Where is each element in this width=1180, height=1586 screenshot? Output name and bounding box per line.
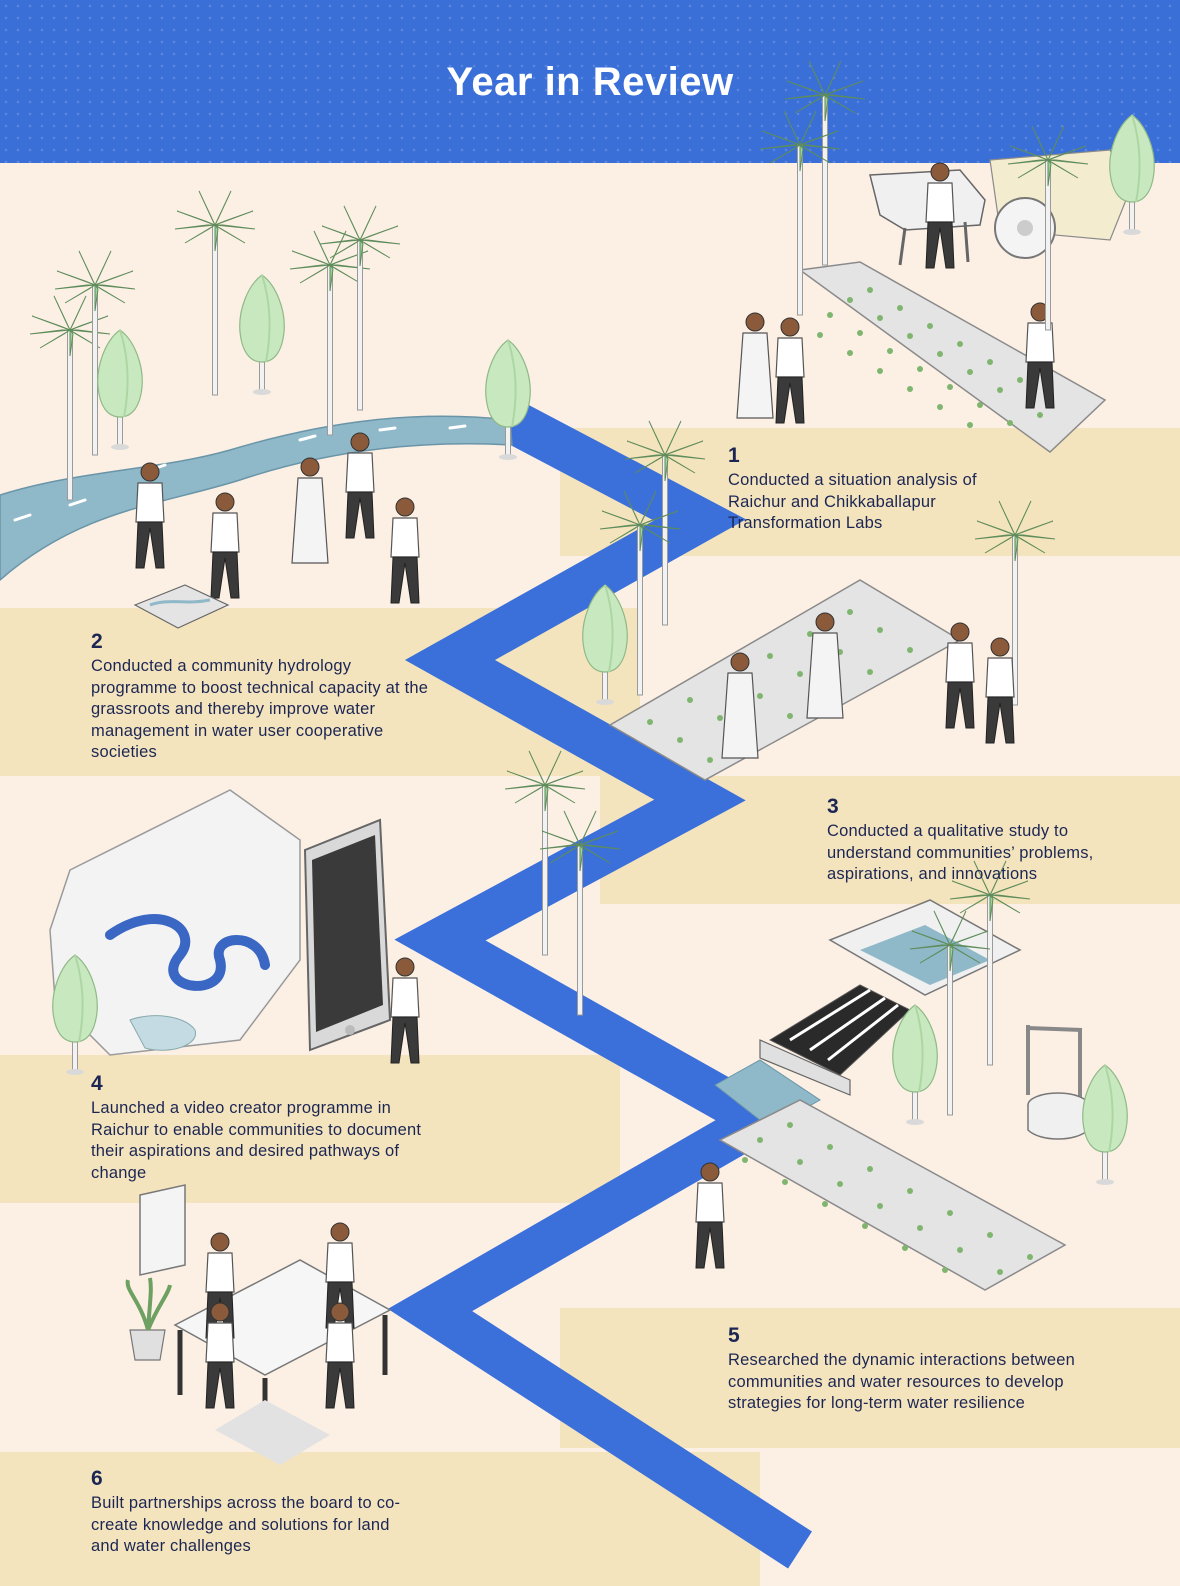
milestone-number: 6	[91, 1467, 103, 1490]
milestone-number: 3	[827, 795, 839, 818]
tree-icon	[1081, 1064, 1129, 1186]
milestone-text: Launched a video creator programme in Ra…	[91, 1099, 422, 1182]
band-4	[0, 1055, 620, 1203]
milestone-text: Conducted a community hydrology programm…	[91, 657, 429, 761]
milestone-number: 2	[91, 630, 103, 653]
person-icon	[736, 312, 774, 419]
milestone-number: 4	[91, 1072, 103, 1095]
farm-field-icon	[798, 261, 1107, 453]
milestone-text: Built partnerships across the board to c…	[91, 1494, 401, 1555]
person-icon	[985, 637, 1015, 744]
milestone-5: 5 Researched the dynamic interactions be…	[728, 1324, 1088, 1415]
dam-icon	[714, 899, 1022, 1129]
milestone-1: 1 Conducted a situation analysis of Raic…	[728, 444, 998, 535]
person-icon	[390, 497, 420, 604]
milestone-6: 6 Built partnerships across the board to…	[91, 1467, 421, 1558]
river-icon	[0, 415, 513, 581]
tree-icon	[891, 1004, 939, 1126]
milestone-4: 4 Launched a video creator programme in …	[91, 1072, 431, 1184]
timeline-path	[387, 400, 812, 1569]
terrain-map-icon	[49, 789, 301, 1056]
page-title: Year in Review	[446, 60, 734, 104]
tree-icon	[96, 329, 144, 451]
person-icon	[775, 317, 805, 424]
milestone-text: Conducted a qualitative study to underst…	[827, 822, 1094, 883]
milestone-number: 5	[728, 1324, 740, 1347]
potted-plant-icon	[125, 1277, 172, 1361]
person-icon	[390, 957, 420, 1064]
milestone-text: Conducted a situation analysis of Raichu…	[728, 471, 977, 532]
band-6	[0, 1452, 760, 1586]
milestone-number: 1	[728, 444, 740, 467]
water-well-icon	[1026, 1025, 1089, 1140]
person-icon	[291, 457, 329, 564]
farm-field-icon	[718, 1099, 1067, 1291]
milestone-text: Researched the dynamic interactions betw…	[728, 1351, 1076, 1412]
band-5	[560, 1308, 1180, 1448]
person-icon	[210, 492, 240, 599]
milestone-2: 2 Conducted a community hydrology progra…	[91, 630, 431, 764]
palm-tree-icon	[174, 190, 256, 396]
milestone-3: 3 Conducted a qualitative study to under…	[827, 795, 1127, 886]
tree-icon	[238, 274, 286, 396]
smartphone-icon	[303, 818, 392, 1052]
bullock-cart-icon	[869, 149, 1131, 269]
header-banner: Year in Review	[0, 0, 1180, 163]
